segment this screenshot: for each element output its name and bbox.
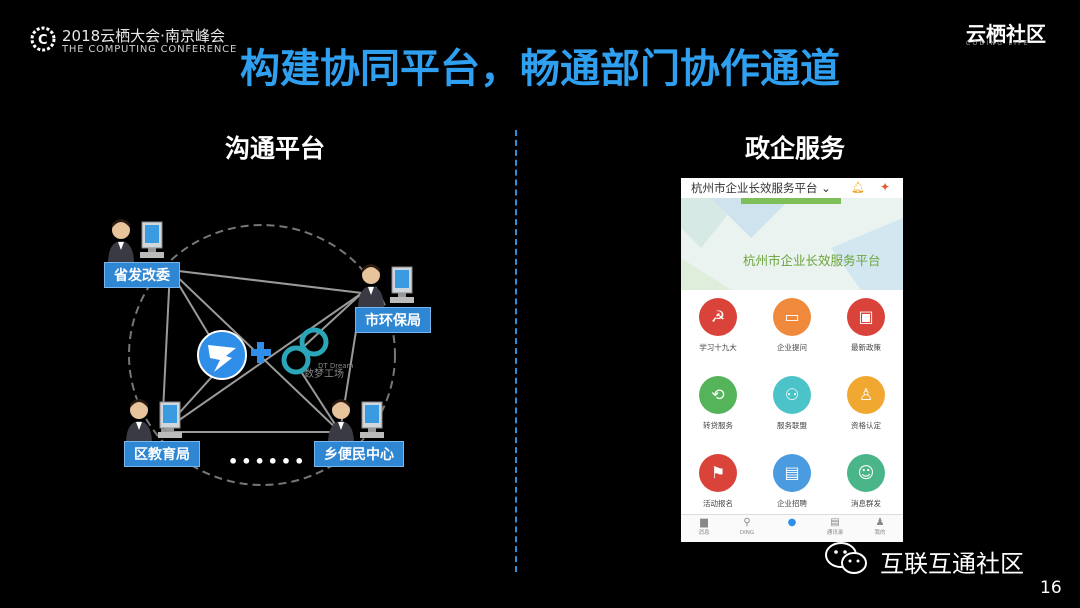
- book-icon: ▣: [847, 298, 885, 336]
- tab-label: 通讯录: [826, 530, 844, 536]
- tile-enterprise-question[interactable]: ▭ 企业提问: [759, 298, 825, 353]
- node-label-district-edu-bureau: 区教育局: [124, 441, 200, 467]
- app-title[interactable]: 杭州市企业长效服务平台 ⌄: [691, 181, 831, 195]
- app-header: 杭州市企业长效服务平台 ⌄ 🔔︎ ✦: [681, 178, 903, 198]
- conference-name: 2018云栖大会·南京峰会: [62, 27, 225, 45]
- tile-event-registration[interactable]: ⚑ 活动报名: [685, 454, 751, 509]
- node-label-provincial-ndrc: 省发改委: [104, 262, 180, 288]
- tile-label: 转贷服务: [703, 421, 733, 430]
- official-computer-icon: [126, 399, 182, 444]
- tile-label: 最新政策: [851, 343, 881, 352]
- document-icon: ▤: [773, 454, 811, 492]
- tile-label: 活动报名: [703, 499, 733, 508]
- dt-dream-caption: 数梦工场: [304, 367, 344, 380]
- node-label-township-service-center: 乡便民中心: [314, 441, 404, 467]
- page-number: 16: [1040, 578, 1062, 598]
- official-computer-icon: [108, 219, 164, 264]
- tile-label: 企业招聘: [777, 499, 807, 508]
- app-tab-bar: ▆ 消息 ⚲ DING ● ▤ 通讯录 ♟ 我的: [681, 514, 903, 542]
- tab-label: 消息: [698, 530, 710, 536]
- tile-latest-policy[interactable]: ▣ 最新政策: [833, 298, 899, 353]
- watermark-text: 互联互通社区: [880, 550, 1024, 578]
- tab-label: 我的: [874, 530, 886, 536]
- home-logo-icon: ●: [787, 517, 797, 528]
- refresh-icon: ⟲: [699, 376, 737, 414]
- message-icon: ▆: [700, 517, 708, 528]
- wechat-icon: [825, 542, 867, 574]
- slide-title: 构建协同平台，畅通部门协作通道: [240, 46, 840, 92]
- app-banner: 杭州市企业长效服务平台: [681, 198, 903, 290]
- tile-label: 消息群发: [851, 499, 881, 508]
- node-label-city-env-bureau: 市环保局: [355, 307, 431, 333]
- brand-subtext: CODING LIFE: [966, 40, 1031, 47]
- hammer-sickle-icon: ☭: [699, 298, 737, 336]
- right-section-title: 政企服务: [744, 134, 845, 163]
- tab-home[interactable]: ●: [777, 517, 807, 529]
- more-ellipsis: ••••••: [228, 452, 308, 471]
- chat-icon: ▭: [773, 298, 811, 336]
- group-message-icon: ☺: [847, 454, 885, 492]
- svg-text:C: C: [38, 33, 48, 48]
- plus-icon: [251, 342, 271, 363]
- bell-icon[interactable]: 🔔︎: [851, 181, 865, 194]
- tile-label: 服务联盟: [777, 421, 807, 430]
- official-computer-icon: [328, 399, 384, 444]
- tile-recruitment[interactable]: ▤ 企业招聘: [759, 454, 825, 509]
- banner-title: 杭州市企业长效服务平台: [743, 253, 881, 268]
- tab-messages[interactable]: ▆ 消息: [689, 517, 719, 537]
- brand-logo-text: 云栖社区: [966, 22, 1046, 46]
- tile-qualification[interactable]: ♙ 资格认定: [833, 376, 899, 431]
- user-icon: ♟: [875, 517, 885, 528]
- tile-mass-message[interactable]: ☺ 消息群发: [833, 454, 899, 509]
- conference-logo-icon: C: [30, 26, 56, 52]
- tile-service-alliance[interactable]: ⚇ 服务联盟: [759, 376, 825, 431]
- dt-dream-caption-en: DT Dream: [318, 362, 354, 370]
- banner-pattern: [681, 198, 903, 290]
- tab-ding[interactable]: ⚲ DING: [732, 517, 762, 537]
- network-circle: [128, 224, 396, 486]
- tile-loan-transfer[interactable]: ⟲ 转贷服务: [685, 376, 751, 431]
- dingtalk-logo-icon: [197, 330, 247, 380]
- tile-label: 资格认定: [851, 421, 881, 430]
- people-icon: ⚇: [773, 376, 811, 414]
- pin-icon: ⚲: [743, 517, 751, 528]
- tab-label: DING: [739, 530, 755, 536]
- official-computer-icon: [358, 264, 414, 309]
- left-section-title: 沟通平台: [224, 134, 325, 163]
- tile-label: 学习十九大: [699, 343, 737, 352]
- flag-icon: ⚑: [699, 454, 737, 492]
- section-divider: [515, 130, 517, 572]
- compass-icon[interactable]: ✦: [880, 180, 891, 194]
- tile-study-19th-congress[interactable]: ☭ 学习十九大: [685, 298, 751, 353]
- conference-subtitle: THE COMPUTING CONFERENCE: [62, 44, 238, 55]
- dt-dream-logo-icon: [281, 327, 329, 375]
- tile-label: 企业提问: [777, 343, 807, 352]
- tab-me[interactable]: ♟ 我的: [865, 517, 895, 537]
- app-screenshot: 杭州市企业长效服务平台 ⌄ 🔔︎ ✦ 杭州市企业长效服务平台 ☭ 学习十九大 ▭…: [681, 178, 903, 542]
- tab-contacts[interactable]: ▤ 通讯录: [820, 517, 850, 537]
- stamp-icon: ♙: [847, 376, 885, 414]
- contacts-icon: ▤: [830, 517, 840, 528]
